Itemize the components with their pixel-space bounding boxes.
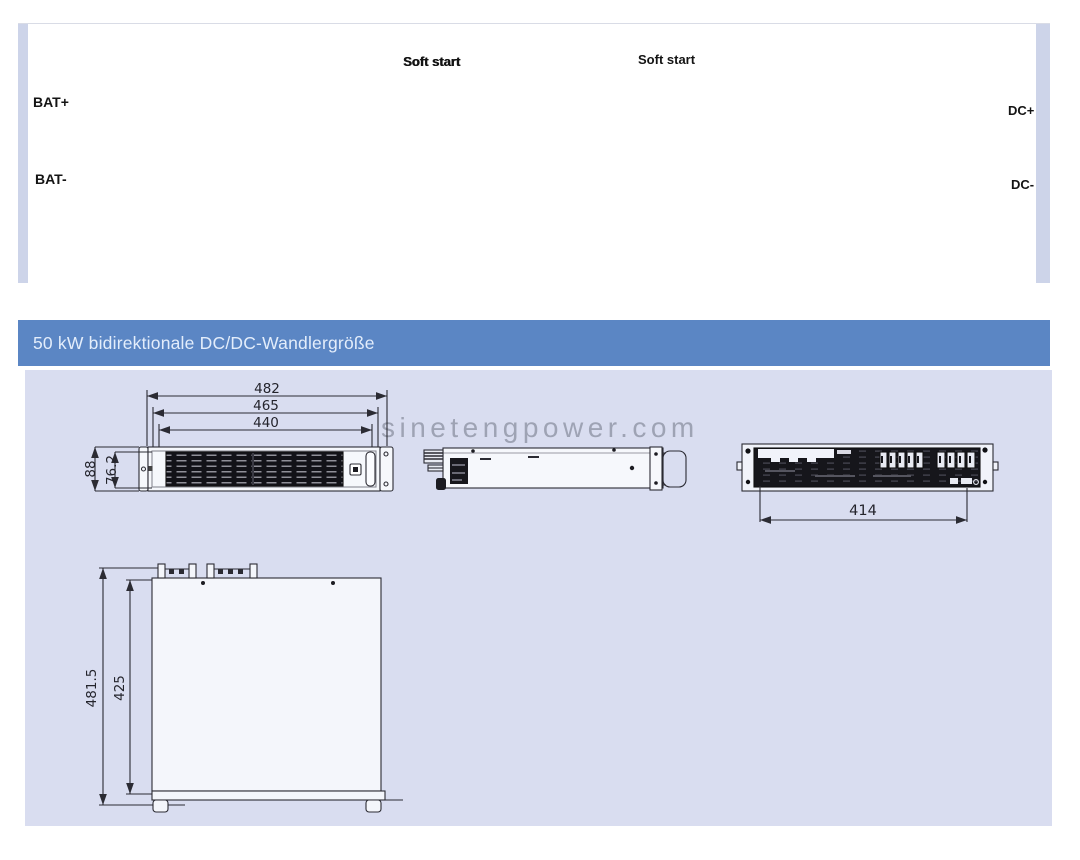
side-handle bbox=[662, 450, 687, 488]
label-bat-minus: BAT- bbox=[35, 171, 67, 187]
dim-front-width-inner: 440 bbox=[253, 415, 279, 431]
dim-front-height-overall: 88 bbox=[83, 460, 99, 477]
dim-top-depth-inner: 425 bbox=[112, 675, 128, 701]
panel-right-border bbox=[1036, 24, 1050, 283]
rear-view bbox=[736, 443, 999, 524]
top-view bbox=[99, 563, 403, 813]
panel-left-border bbox=[18, 24, 28, 283]
label-soft-start-right: Soft start bbox=[638, 52, 696, 67]
label-soft-start-left: Soft start bbox=[403, 54, 461, 69]
section-title: 50 kW bidirektionale DC/DC-Wandlergröße bbox=[33, 332, 375, 353]
front-vent-grille bbox=[165, 451, 344, 487]
section-header: 50 kW bidirektionale DC/DC-Wandlergröße bbox=[18, 320, 1050, 366]
drawing-panel: sinetengpower.com bbox=[25, 370, 1052, 826]
dim-front-width-mid: 465 bbox=[253, 398, 279, 414]
rear-terminal-block-2 bbox=[936, 451, 976, 469]
front-view bbox=[91, 390, 394, 492]
dim-rear-mounting-width: 414 bbox=[849, 503, 877, 519]
label-bat-plus: BAT+ bbox=[33, 94, 69, 110]
label-dc-plus: DC+ bbox=[1008, 103, 1035, 118]
rear-terminal-block-1 bbox=[879, 451, 924, 469]
dim-top-depth-overall: 481.5 bbox=[84, 669, 100, 708]
label-dc-minus: DC- bbox=[1011, 177, 1035, 192]
schematic-panel: Soft start Soft start BAT+ BAT- DC+ DC- bbox=[18, 23, 1050, 283]
dim-front-width-overall: 482 bbox=[254, 381, 280, 397]
watermark-text: sinetengpower.com bbox=[381, 412, 699, 443]
top-connector-cutouts bbox=[157, 563, 258, 579]
dimension-drawing: 482 465 440 88 76.2 bbox=[83, 381, 999, 813]
dim-front-height-inner: 76.2 bbox=[104, 455, 120, 485]
side-view bbox=[423, 446, 687, 491]
